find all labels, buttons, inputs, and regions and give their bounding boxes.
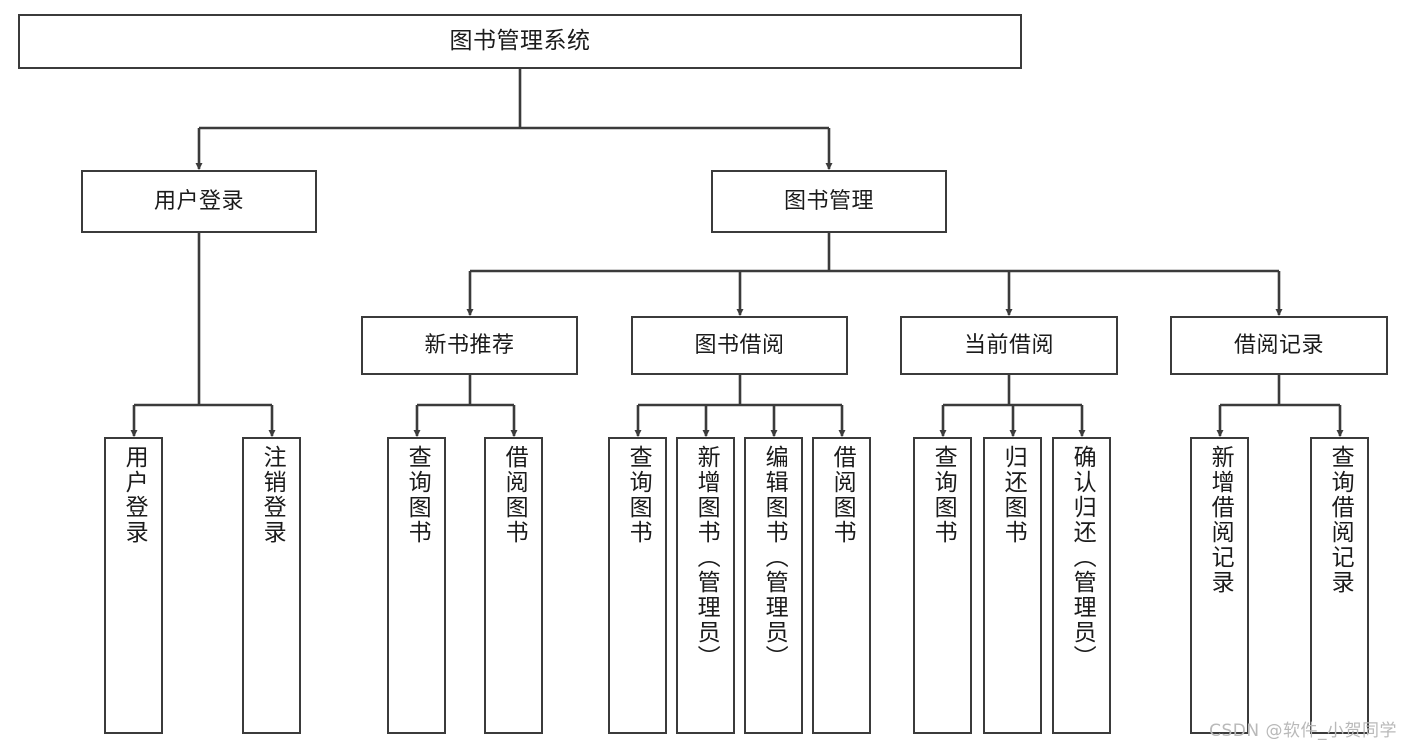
node-label: 归还图书 (1000, 445, 1027, 545)
node-label: 查询图书 (404, 445, 431, 545)
node-label: 新书推荐 (424, 332, 515, 358)
node-records[interactable]: 借阅记录 (1170, 316, 1388, 375)
node-leaf-cur-2[interactable]: 归还图书 (983, 437, 1042, 734)
node-leaf-new-2[interactable]: 借阅图书 (484, 437, 543, 734)
node-label: 注销登录 (259, 445, 286, 545)
node-leaf-cur-3[interactable]: 确认归还（管理员） (1052, 437, 1111, 734)
node-label: 当前借阅 (963, 332, 1054, 358)
node-leaf-bor-1[interactable]: 查询图书 (608, 437, 667, 734)
node-leaf-login-1[interactable]: 用户登录 (104, 437, 163, 734)
node-label: 图书管理 (783, 188, 874, 214)
node-current[interactable]: 当前借阅 (900, 316, 1118, 375)
node-label: 确认归还（管理员） (1069, 445, 1096, 670)
node-leaf-bor-2[interactable]: 新增图书（管理员） (676, 437, 735, 734)
node-bookmgmt[interactable]: 图书管理 (711, 170, 947, 233)
node-label: 用户登录 (121, 445, 148, 545)
node-root[interactable]: 图书管理系统 (18, 14, 1022, 69)
node-label: 图书管理系统 (449, 27, 591, 54)
node-label: 用户登录 (153, 188, 244, 214)
node-leaf-bor-4[interactable]: 借阅图书 (812, 437, 871, 734)
node-label: 借阅图书 (501, 445, 528, 545)
node-leaf-rec-1[interactable]: 新增借阅记录 (1190, 437, 1249, 734)
node-label: 新增图书（管理员） (693, 445, 720, 670)
node-leaf-login-2[interactable]: 注销登录 (242, 437, 301, 734)
node-leaf-bor-3[interactable]: 编辑图书（管理员） (744, 437, 803, 734)
node-label: 编辑图书（管理员） (761, 445, 788, 670)
node-newbook[interactable]: 新书推荐 (361, 316, 578, 375)
node-label: 新增借阅记录 (1207, 445, 1234, 595)
node-label: 借阅记录 (1233, 332, 1324, 358)
node-leaf-new-1[interactable]: 查询图书 (387, 437, 446, 734)
node-leaf-cur-1[interactable]: 查询图书 (913, 437, 972, 734)
node-borrow[interactable]: 图书借阅 (631, 316, 848, 375)
node-label: 查询借阅记录 (1327, 445, 1354, 595)
node-label: 图书借阅 (694, 332, 785, 358)
node-label: 查询图书 (625, 445, 652, 545)
node-login[interactable]: 用户登录 (81, 170, 317, 233)
node-leaf-rec-2[interactable]: 查询借阅记录 (1310, 437, 1369, 734)
node-label: 查询图书 (930, 445, 957, 545)
node-label: 借阅图书 (829, 445, 856, 545)
